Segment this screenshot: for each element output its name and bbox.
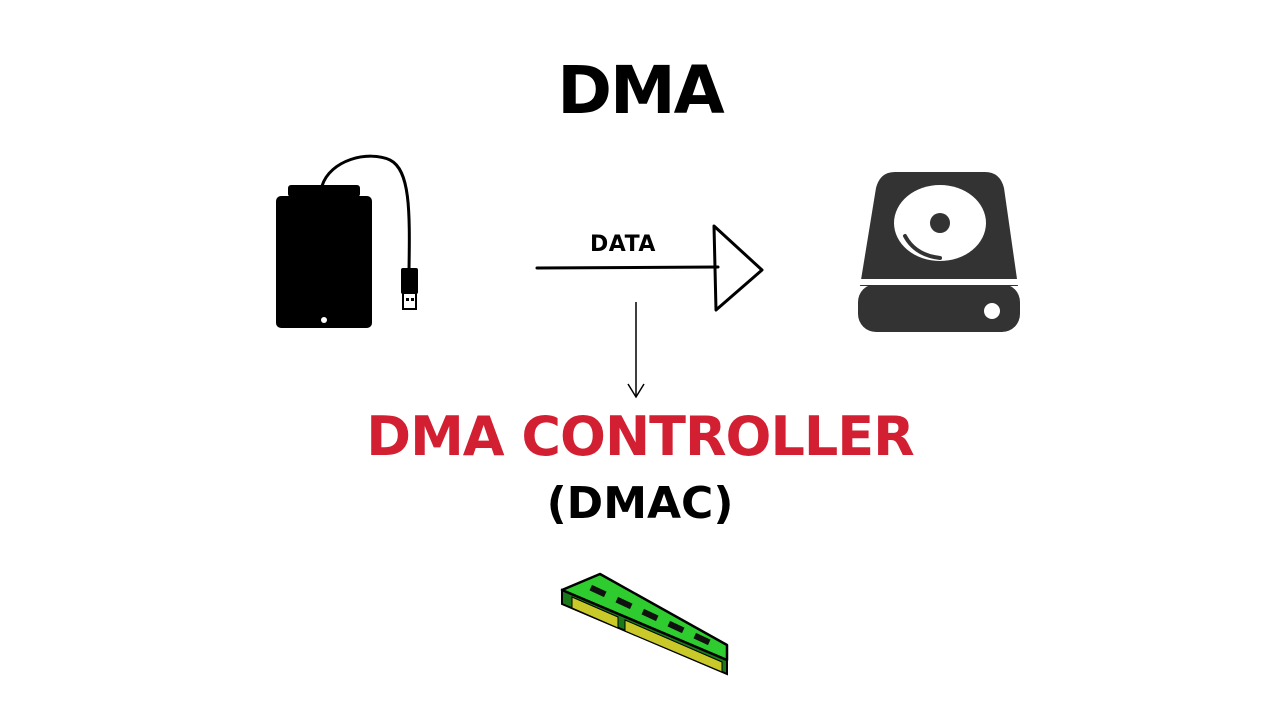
dma-controller-label: DMA CONTROLLER (366, 405, 915, 468)
controller-arrow (627, 302, 645, 399)
dmac-abbreviation: (DMAC) (546, 478, 734, 529)
hard-disk-icon (858, 172, 1020, 332)
external-drive-icon (276, 154, 418, 328)
page-title: DMA (557, 52, 725, 129)
data-arrow-label: DATA (590, 232, 656, 257)
ram-module-icon (560, 572, 729, 676)
data-flow-arrow (535, 224, 764, 312)
